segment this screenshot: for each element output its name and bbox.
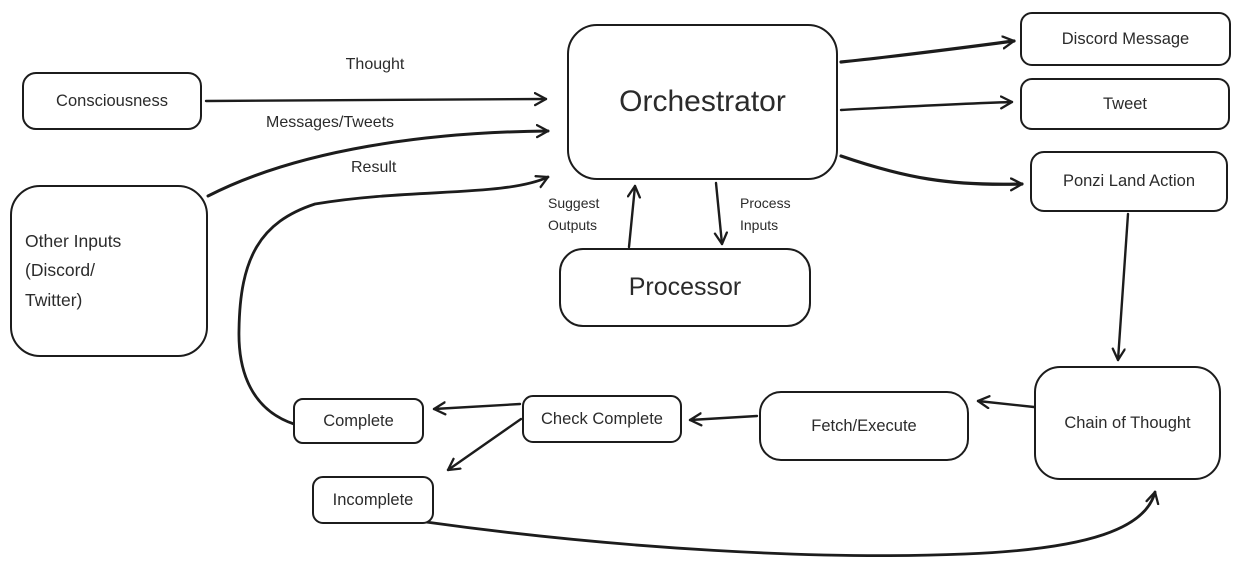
edge-thought bbox=[204, 99, 548, 101]
node-other-inputs: Other Inputs (Discord/ Twitter) bbox=[10, 185, 208, 357]
edge-chain-to-fetch bbox=[976, 401, 1036, 407]
edge-result bbox=[237, 177, 550, 426]
edge-incomplete-to-chain bbox=[424, 490, 1155, 557]
node-processor: Processor bbox=[559, 248, 811, 327]
node-discord-message: Discord Message bbox=[1020, 12, 1231, 66]
edge-label-thought: Thought bbox=[345, 56, 405, 73]
edge-messages-tweets bbox=[206, 131, 550, 198]
edge-label-result: Result bbox=[351, 159, 397, 176]
edge-to-tweet bbox=[839, 102, 1014, 112]
edge-label-messages-tweets: Messages/Tweets bbox=[266, 114, 395, 131]
node-complete: Complete bbox=[293, 398, 424, 444]
edge-check-to-complete bbox=[432, 404, 522, 409]
edge-to-discord-message bbox=[839, 41, 1016, 64]
edge-to-ponzi-land bbox=[839, 154, 1024, 184]
node-consciousness: Consciousness bbox=[22, 72, 202, 130]
edge-process-inputs bbox=[716, 181, 722, 246]
node-tweet: Tweet bbox=[1020, 78, 1230, 130]
node-ponzi-land-action: Ponzi Land Action bbox=[1030, 151, 1228, 212]
node-fetch-execute: Fetch/Execute bbox=[759, 391, 969, 461]
edge-label-process-inputs: Process Inputs bbox=[740, 195, 791, 233]
edge-suggest-outputs bbox=[629, 184, 635, 249]
node-incomplete: Incomplete bbox=[312, 476, 434, 524]
edge-label-suggest-outputs: Suggest Outputs bbox=[548, 195, 600, 233]
edge-fetch-to-check bbox=[688, 416, 759, 420]
node-orchestrator: Orchestrator bbox=[567, 24, 838, 180]
node-chain-of-thought: Chain of Thought bbox=[1034, 366, 1221, 480]
node-check-complete: Check Complete bbox=[522, 395, 682, 443]
edge-check-to-incomplete bbox=[446, 417, 523, 472]
edge-ponzi-to-chain bbox=[1118, 212, 1130, 362]
